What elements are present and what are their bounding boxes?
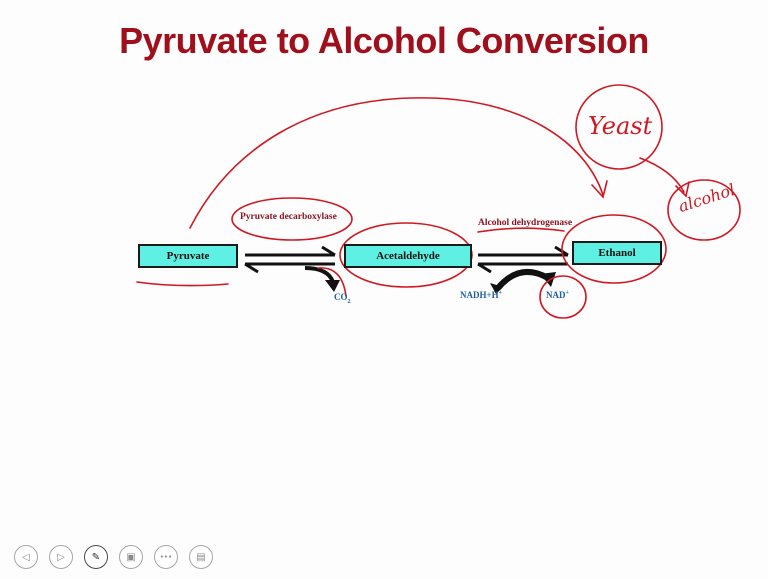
more-options-button[interactable]: ••• [154,545,178,569]
ink-circle-yeast [575,84,663,170]
equilibrium-arrow-2 [477,245,569,274]
node-pyruvate: Pyruvate [138,244,238,268]
monitor-icon: ▤ [196,551,206,563]
pen-icon: ✎ [91,551,101,563]
handwritten-annotations [136,84,741,319]
ellipsis-icon: ••• [159,553,173,561]
chevron-left-icon: ◁ [22,551,30,563]
ink-circle-ethanol [561,214,667,284]
cofactor-nad: NAD+ [546,290,569,300]
ink-arrow-yeast-head [675,181,690,198]
ink-circle-enzyme-1 [231,197,353,241]
slide-title: Pyruvate to Alcohol Conversion [119,20,649,61]
node-ethanol: Ethanol [572,241,662,265]
slide-view-button[interactable]: ▣ [119,545,143,569]
pen-tool-button[interactable]: ✎ [84,545,108,569]
ink-enzyme-2-underline [477,227,565,233]
nadh-arrow-tail [490,283,503,294]
ink-arc-arrowhead [591,180,608,199]
handwritten-yeast: Yeast [588,112,653,140]
ink-circle-acetaldehyde [339,222,473,288]
next-slide-button[interactable]: ▷ [49,545,73,569]
ink-circle-alcohol [667,179,741,241]
cofactor-nadh: NADH+H+ [460,290,503,300]
ink-co2-tick [317,267,347,297]
node-acetaldehyde: Acetaldehyde [344,244,472,268]
presentation-toolbar: ◁ ▷ ✎ ▣ ••• ▤ [14,545,213,571]
enzyme-label-dehydrogenase: Alcohol dehydrogenase [478,218,573,228]
chevron-right-icon: ▷ [57,551,65,563]
ink-circle-nad [539,275,587,319]
enzyme-label-decarboxylase: Pyruvate decarboxylase [240,212,337,222]
previous-slide-button[interactable]: ◁ [14,545,38,569]
nad-arrow-head [540,272,556,287]
slide-icon: ▣ [126,551,136,563]
equilibrium-arrow-1 [244,245,336,274]
co2-release-arrow [304,266,335,283]
ink-arc-pyruvate-to-ethanol [189,97,604,229]
co2-arrow-head [325,280,340,292]
ink-arrow-yeast-to-alcohol [639,157,685,193]
cofactor-co2: CO2 [334,292,351,305]
presenter-view-button[interactable]: ▤ [189,545,213,569]
ink-pyruvate-underline [136,281,229,287]
